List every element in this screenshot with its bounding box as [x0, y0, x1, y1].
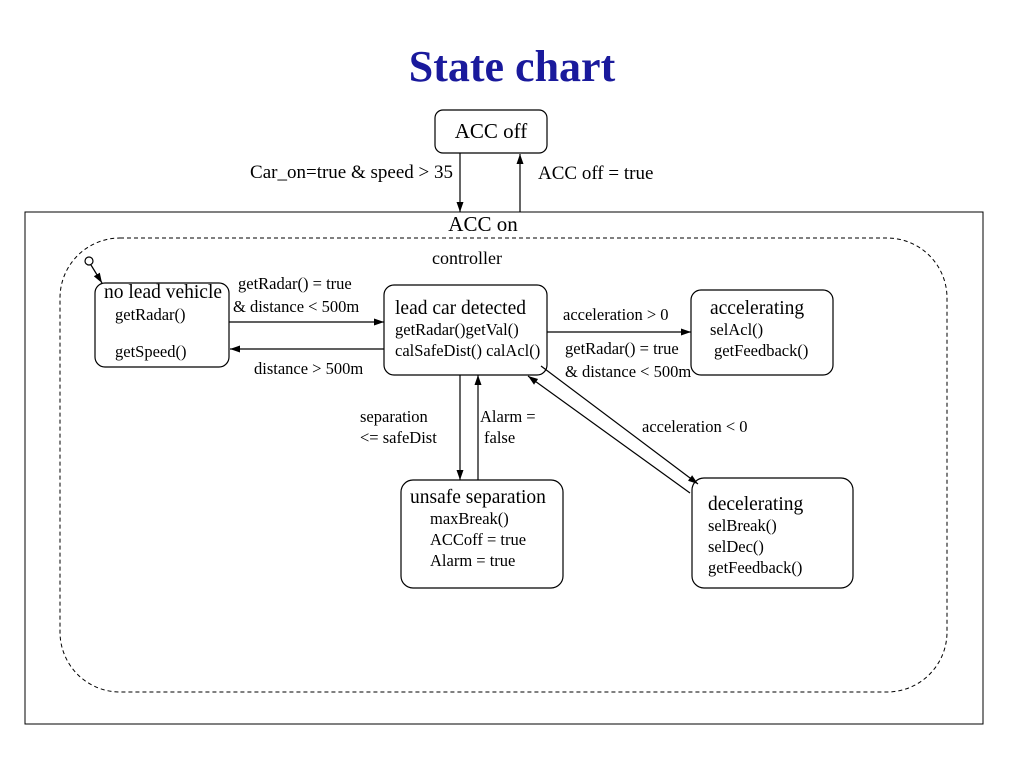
controller-region-name: controller: [432, 248, 502, 268]
state-no-lead-vehicle-name: no lead vehicle: [104, 282, 222, 303]
transition-label-no-lead-to-lead: & distance < 500m: [233, 297, 359, 316]
transition-label-off-to-on: Car_on=true & speed > 35: [250, 162, 453, 183]
state-decelerating: [691, 477, 854, 589]
state-lead-car-detected-action: calSafeDist() calAcl(): [395, 341, 540, 360]
state-acc-on: [24, 211, 984, 725]
state-accelerating-name: accelerating: [710, 298, 804, 319]
transition-arrow-lead-to-decelerating: [540, 365, 699, 485]
transition-label-unsafe-to-lead: Alarm =: [480, 407, 536, 426]
controller-region: [59, 237, 948, 693]
state-unsafe-separation: [400, 479, 564, 589]
slide-title: State chart: [409, 42, 616, 91]
state-decelerating-name: decelerating: [708, 494, 804, 515]
transition-guard-label: & distance < 500m: [565, 362, 691, 381]
state-accelerating-action: selAcl(): [710, 320, 763, 339]
state-accelerating-action: getFeedback(): [714, 341, 808, 360]
transition-label-lead-to-unsafe: separation: [360, 407, 428, 426]
transition-label-lead-to-no-lead: distance > 500m: [254, 359, 363, 378]
state-decelerating-action: selBreak(): [708, 516, 777, 535]
transition-label-lead-to-unsafe: <= safeDist: [360, 428, 437, 447]
state-unsafe-separation-action: ACCoff = true: [430, 530, 526, 549]
state-lead-car-detected-name: lead car detected: [395, 298, 526, 319]
state-acc-on-name: ACC on: [448, 212, 518, 236]
state-unsafe-separation-action: maxBreak(): [430, 509, 509, 528]
state-lead-car-detected: [383, 284, 548, 376]
state-acc-off: [434, 109, 548, 154]
transition-guard-label: getRadar() = true: [565, 339, 679, 358]
state-acc-off-name: ACC off: [455, 119, 528, 143]
state-decelerating-action: getFeedback(): [708, 558, 802, 577]
state-no-lead-vehicle-action: getRadar(): [115, 305, 186, 324]
initial-state-marker: [84, 256, 94, 266]
transition-label-unsafe-to-lead: false: [484, 428, 515, 447]
state-unsafe-separation-name: unsafe separation: [410, 487, 546, 508]
transition-arrow-decelerating-to-lead: [527, 375, 691, 494]
state-lead-car-detected-action: getRadar()getVal(): [395, 320, 519, 339]
state-decelerating-action: selDec(): [708, 537, 764, 556]
state-unsafe-separation-action: Alarm = true: [430, 551, 515, 570]
transition-label-no-lead-to-lead: getRadar() = true: [238, 274, 352, 293]
state-no-lead-vehicle: [94, 282, 230, 368]
transition-label-lead-to-accelerating: acceleration > 0: [563, 305, 669, 324]
state-no-lead-vehicle-action: getSpeed(): [115, 342, 186, 361]
transition-label-lead-to-decelerating: acceleration < 0: [642, 417, 748, 436]
initial-transition-arrow: [90, 264, 103, 284]
transition-label-on-to-off: ACC off = true: [538, 163, 653, 184]
